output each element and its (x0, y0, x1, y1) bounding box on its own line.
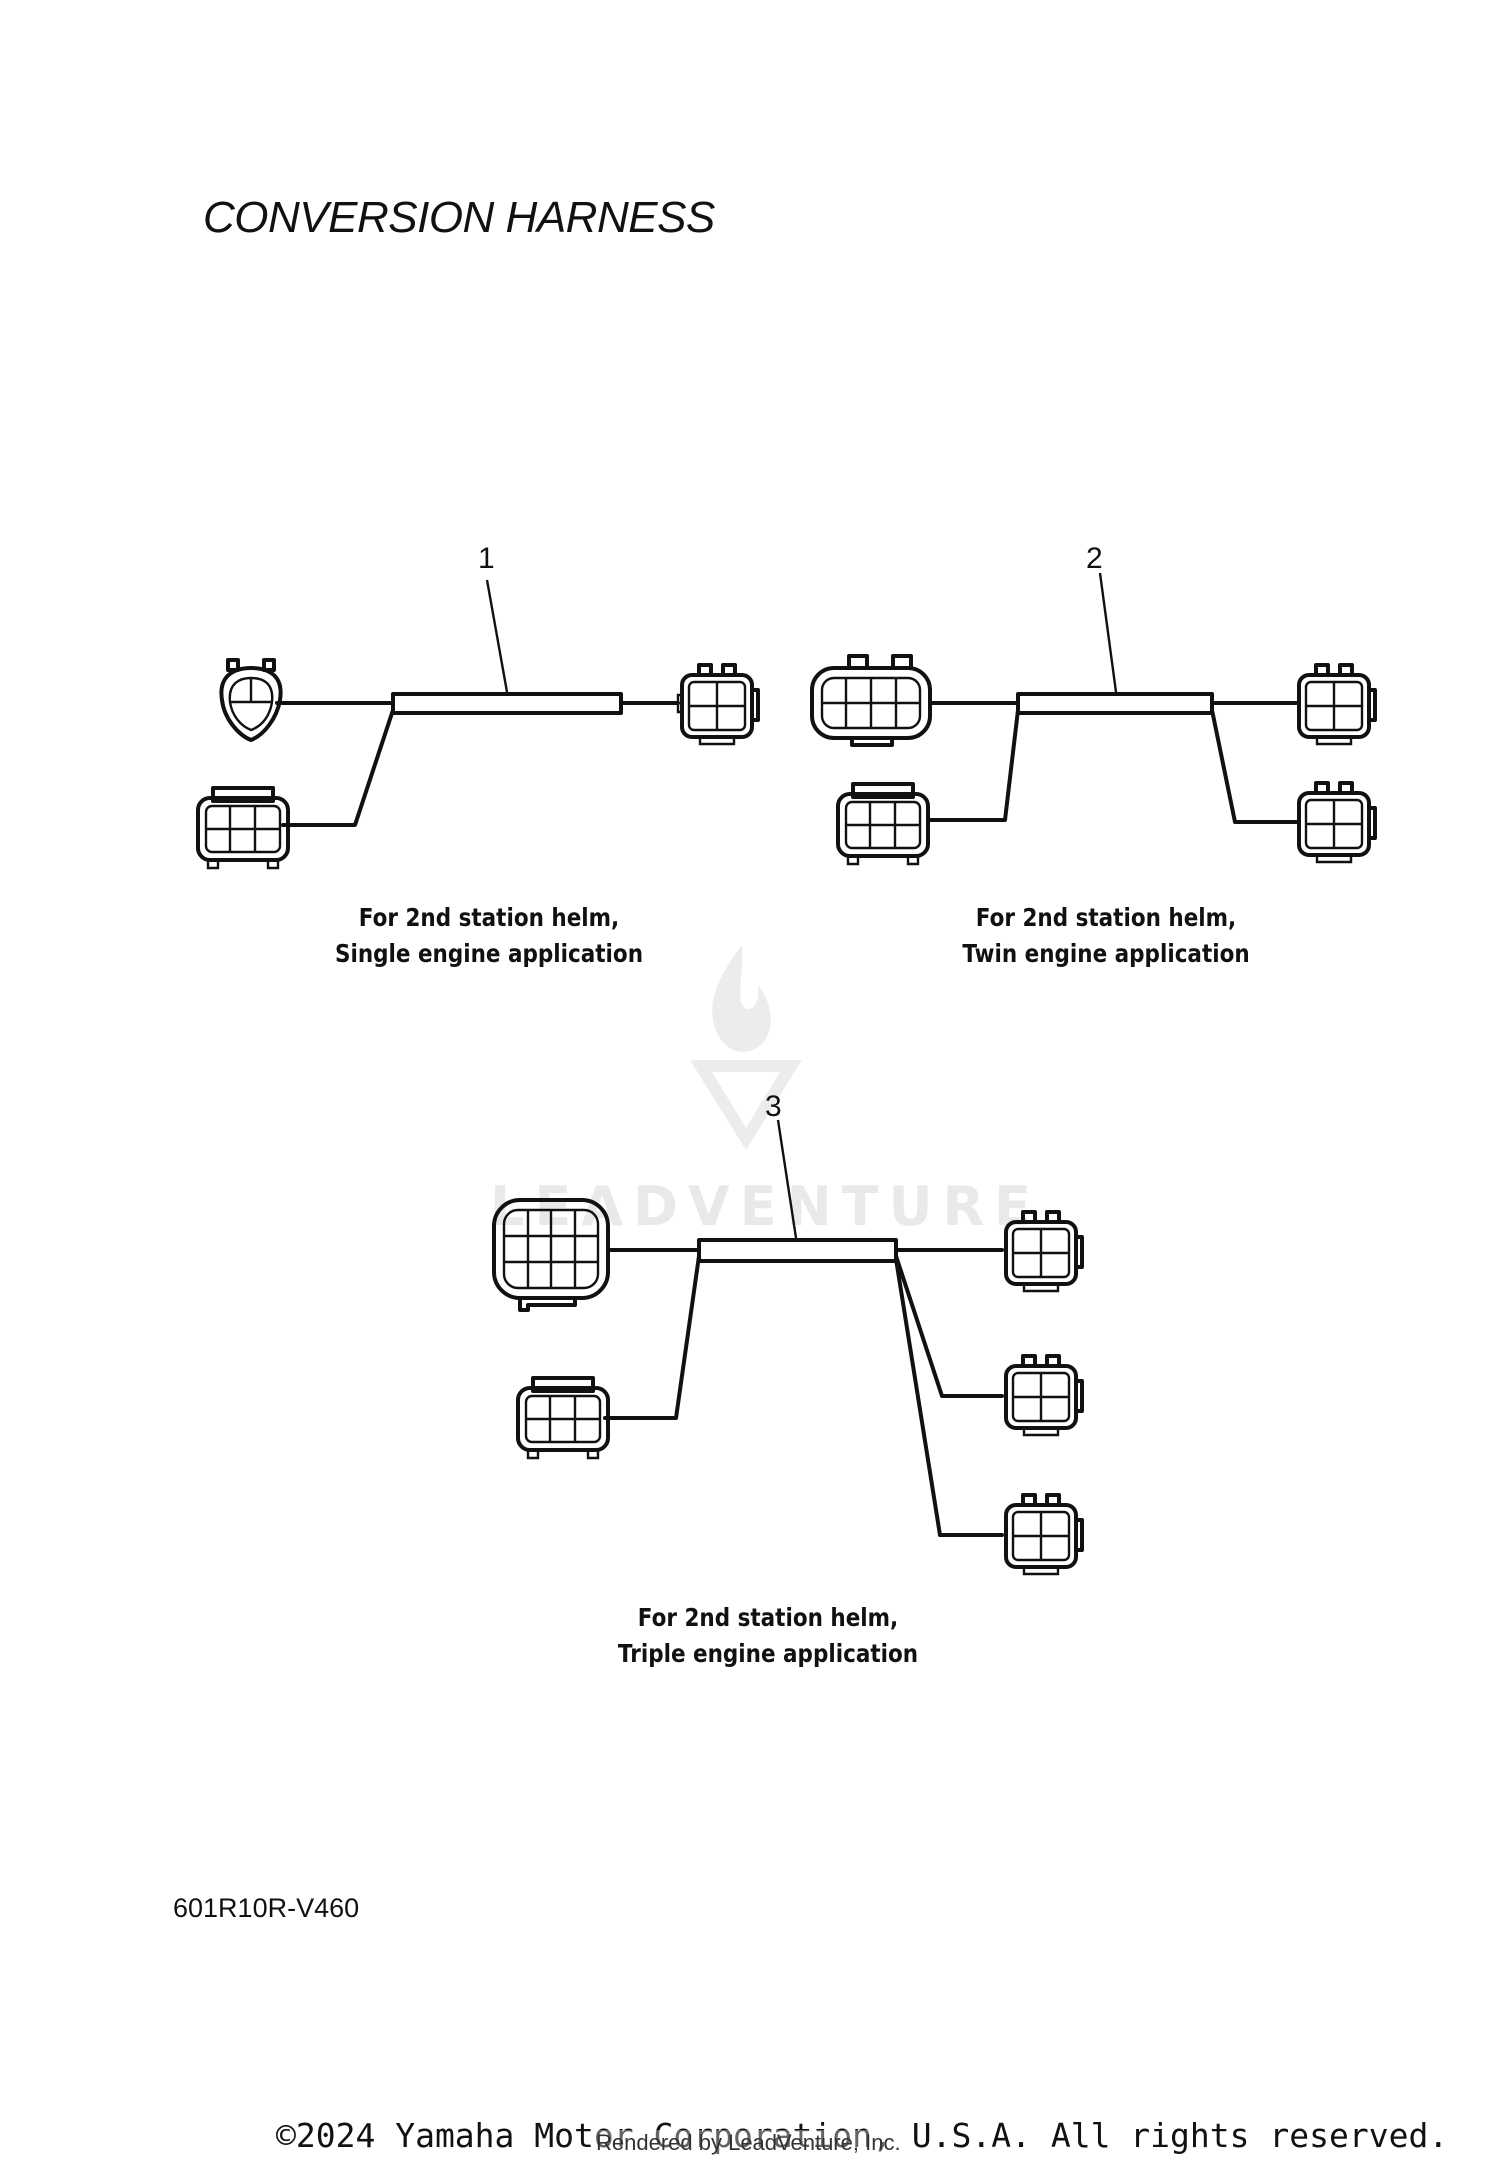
harness-1: 1 (196, 542, 760, 870)
harness-1-wire-b (281, 708, 395, 827)
harness-3-caption: For 2nd station helm, Triple engine appl… (596, 1600, 940, 1672)
harness-2-4pin-connector-b-icon (1297, 781, 1377, 864)
harness-3-number: 3 (765, 1090, 782, 1123)
rendered-by-notice: Rendered by LeadVenture, Inc. (596, 2130, 901, 2156)
harness-2-8pin-connector-icon (810, 654, 932, 747)
harness-3-caption-line1: For 2nd station helm, (637, 1603, 899, 1632)
harness-3-4pin-connector-a-icon (1004, 1210, 1084, 1293)
harness-3-caption-line2: Triple engine application (617, 1639, 919, 1668)
harness-1-round-connector-icon (219, 658, 283, 742)
harness-1-6pin-connector-icon (196, 786, 290, 870)
harness-1-caption-line2: Single engine application (334, 939, 644, 968)
harness-1-sleeve (391, 692, 623, 715)
harness-2-caption-line1: For 2nd station helm, (975, 903, 1237, 932)
harness-3-12pin-connector-icon (492, 1198, 610, 1312)
harness-2-number: 2 (1086, 542, 1103, 575)
harness-3-4pin-connector-c-icon (1004, 1493, 1084, 1576)
copyright-notice: ©2024 Yamaha Motor Corporation, U.S.A. A… (276, 2116, 1449, 2155)
harness-3-wire-d (894, 1254, 1004, 1398)
harness-2-4pin-connector-a-icon (1297, 663, 1377, 746)
harness-1-number: 1 (478, 542, 495, 575)
harness-2-sleeve (1016, 692, 1214, 715)
harness-2-wire-b (926, 708, 1020, 822)
harness-1-4pin-connector-icon (676, 663, 760, 746)
part-code: 601R10R-V460 (173, 1893, 360, 1923)
harness-1-caption-line1: For 2nd station helm, (358, 903, 620, 932)
harness-2-caption: For 2nd station helm, Twin engine applic… (934, 900, 1278, 972)
page-title: CONVERSION HARNESS (203, 193, 715, 242)
harness-3-wire-e (894, 1257, 1004, 1537)
harness-1-caption: For 2nd station helm, Single engine appl… (317, 900, 661, 972)
harness-2-caption-line2: Twin engine application (962, 939, 1250, 968)
harness-3-6pin-connector-icon (516, 1376, 610, 1460)
harness-3-wire-b (603, 1254, 701, 1420)
harness-2-leader (1098, 572, 1118, 693)
harness-2-6pin-connector-icon (836, 782, 930, 866)
watermark-logo (690, 945, 802, 1150)
watermark-text: LEADVENTURE (490, 1175, 1041, 1238)
harness-3-sleeve (697, 1238, 898, 1263)
harness-2-wire-d (1210, 708, 1298, 824)
harness-3: 3 (492, 1090, 1084, 1576)
harness-2: 2 (810, 542, 1377, 866)
harness-3-4pin-connector-b-icon (1004, 1354, 1084, 1437)
harness-3-leader (776, 1119, 798, 1239)
harness-1-leader (485, 579, 509, 693)
